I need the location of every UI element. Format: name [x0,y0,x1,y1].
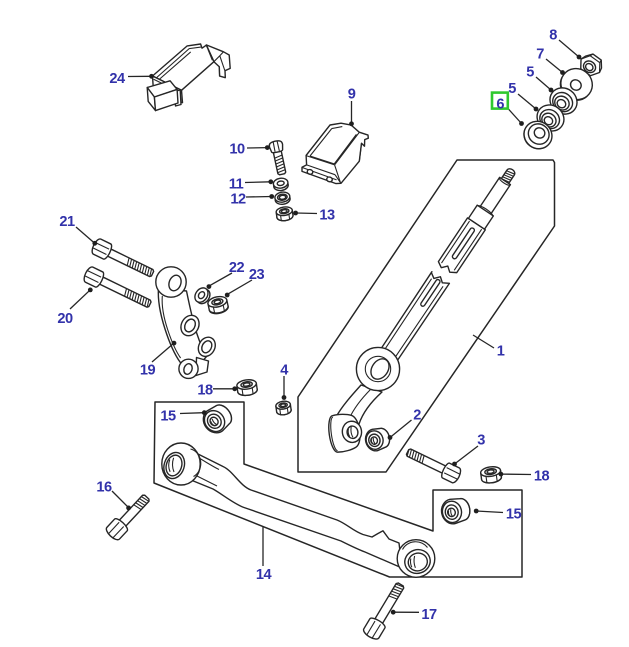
svg-text:14: 14 [256,567,273,583]
svg-text:2: 2 [413,407,421,423]
svg-text:22: 22 [229,260,245,276]
svg-text:4: 4 [280,362,289,378]
svg-text:12: 12 [230,191,246,207]
svg-text:7: 7 [536,46,544,62]
svg-text:5: 5 [526,64,534,80]
svg-text:21: 21 [59,214,75,230]
svg-text:15: 15 [160,408,176,424]
svg-text:9: 9 [348,86,356,102]
svg-text:3: 3 [477,432,485,448]
svg-text:10: 10 [229,141,245,157]
svg-text:18: 18 [534,468,550,484]
svg-text:20: 20 [57,311,73,327]
svg-text:5: 5 [508,81,516,97]
svg-text:15: 15 [506,506,522,522]
svg-text:13: 13 [319,207,335,223]
svg-text:23: 23 [249,267,265,283]
svg-text:1: 1 [497,343,505,359]
svg-text:17: 17 [421,607,437,623]
svg-text:19: 19 [140,362,156,378]
svg-text:18: 18 [197,382,213,398]
svg-text:16: 16 [96,479,112,495]
svg-text:11: 11 [229,176,244,192]
svg-text:8: 8 [549,27,557,43]
svg-text:6: 6 [496,96,504,112]
svg-text:24: 24 [109,71,126,87]
